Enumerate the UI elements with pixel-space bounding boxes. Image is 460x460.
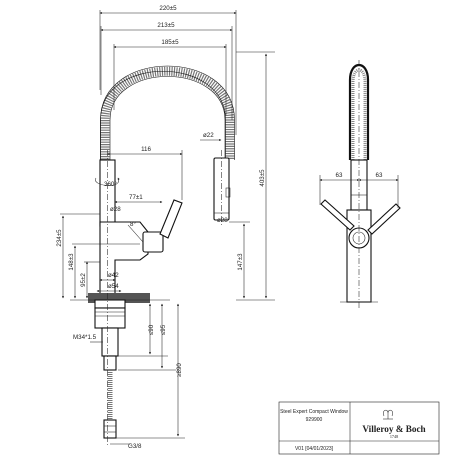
dim-overall-width: 220±5	[159, 5, 177, 12]
dim-base-dia-54: ø54	[108, 283, 119, 290]
mounting-shank	[94, 307, 126, 329]
dim-hose-connector: G3/8	[128, 443, 142, 450]
dim-rotation: 360°	[104, 181, 117, 188]
brand-year: 1748	[390, 434, 398, 439]
dim-depth-95: ≤95	[160, 324, 167, 335]
dim-lever-offset: 77±1	[129, 194, 143, 201]
front-view: 220±5 213±5 185±5 ø22 116 360° ø28 77±1 …	[56, 5, 275, 450]
dim-base-dia-42: ø42	[108, 272, 119, 279]
dim-height-right: 147±3	[237, 253, 244, 271]
dim-side-left: 63	[336, 172, 343, 179]
dim-hose-length: ≥890	[176, 363, 183, 377]
brand-name: Villeroy & Boch	[362, 424, 425, 434]
title-block: Steel Expert Compact Window 929900 V01 […	[278, 401, 440, 455]
dim-reach: 116	[141, 146, 151, 153]
dim-side-right: 63	[376, 172, 383, 179]
dim-hose-width: 185±5	[161, 39, 179, 46]
dim-height-total: 403±5	[259, 169, 266, 187]
dim-spout-width: 213±5	[157, 22, 175, 29]
dim-body-dia-upper: ø28	[110, 206, 121, 213]
dim-hose-dia: ø22	[203, 132, 214, 139]
dim-height-lever: 148±3	[68, 253, 75, 271]
dim-thread: M34*1.5	[73, 334, 97, 341]
lever-block	[142, 231, 164, 253]
dim-depth-90: ≤90	[148, 324, 155, 335]
product-code: 929900	[306, 417, 323, 423]
dim-height-outlet: 234±5	[56, 229, 63, 247]
counter-top	[88, 293, 150, 303]
hose-connector	[103, 419, 117, 439]
dim-spray-head-dia: ø28	[217, 217, 228, 224]
brand-logo: Villeroy & Boch 1748	[362, 409, 426, 439]
product-name: Steel Expert Compact Window	[280, 409, 348, 415]
lever-handle	[159, 199, 183, 239]
dim-lever-angle: 8°	[130, 221, 136, 228]
side-view: 63 63	[319, 60, 401, 310]
version-label: V01 [04/01/2023]	[295, 446, 334, 452]
dim-base-height: 95±2	[80, 273, 87, 287]
spring-hose-arch	[100, 66, 235, 162]
